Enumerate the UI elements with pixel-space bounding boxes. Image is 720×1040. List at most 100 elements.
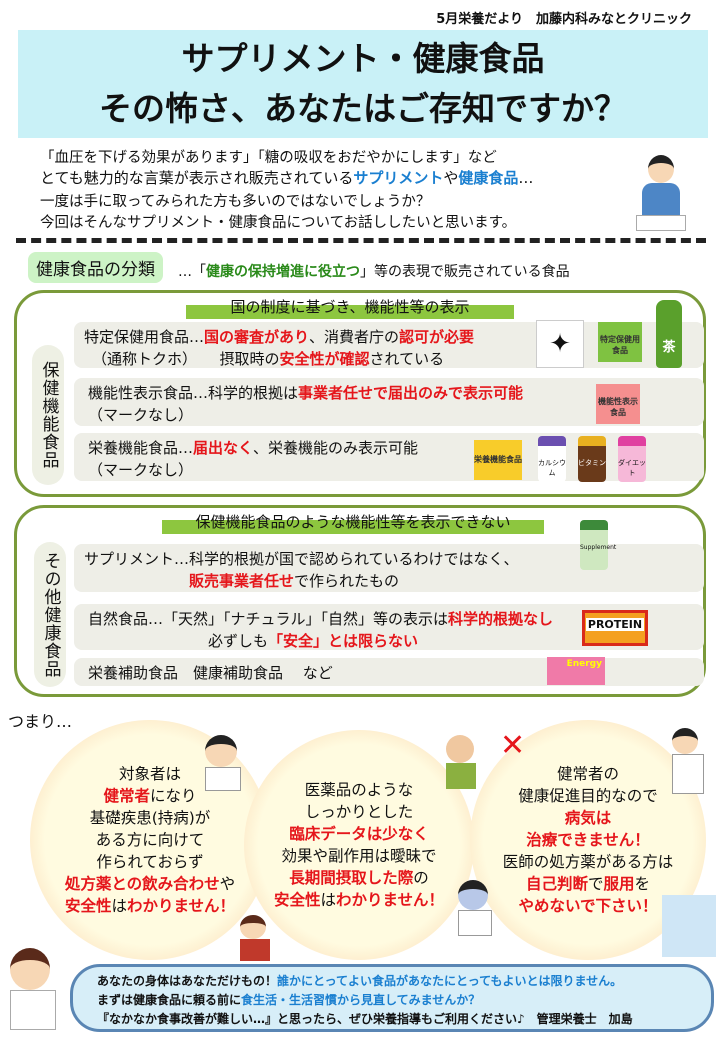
row-line: 必ずしも「安全」とは限らない [88, 630, 694, 652]
closing-line: 『なかなか食事改善が難しい…』と思ったら、ぜひ栄養指導もご利用ください♪ 管理栄… [97, 1010, 697, 1029]
circle-line: 病気は [470, 807, 706, 829]
text-segment: 臨床データは少なく [289, 825, 429, 843]
circle-line: 長期間摂取した際の [244, 867, 474, 889]
circle-line: 健康促進目的なので [470, 785, 706, 807]
text-segment: 安全性 [64, 897, 112, 915]
text-segment: 科学的根拠なし [448, 610, 554, 628]
text-segment: 販売事業者任せ [189, 572, 295, 590]
circle-line: 基礎疾患(持病)が [30, 807, 270, 829]
other-health-foods-label: その他健康食品 [34, 542, 66, 687]
text-segment: わかりません！ [335, 891, 445, 909]
text-segment: 治療できません！ [526, 831, 650, 849]
circle-line: ある方に向けて [30, 829, 270, 851]
row-line: 機能性表示食品…科学的根拠は事業者任せで届出のみで表示可能 [88, 382, 694, 404]
text-segment: 服用 [603, 875, 635, 893]
text-segment: で [587, 875, 604, 893]
text-segment: 誰かにとってよい食品があなたにとってもよいとは限りません。 [277, 974, 623, 988]
text-segment: 医薬品のような [304, 781, 414, 799]
text-segment: 「血圧を下げる効果があります」「糖の吸収をおだやかにします」など [40, 150, 497, 166]
circle-line: 処方薬との飲み合わせや [30, 873, 270, 895]
circle-line: 医師の処方薬がある方は [470, 851, 706, 873]
row-line: 栄養補助食品 健康補助食品 など [88, 662, 694, 684]
worried-doctor-illustration [458, 880, 494, 944]
tea-bottle-illustration: 茶 [656, 300, 682, 368]
closing-line: まずは健康食品に頼る前に食生活・生活習慣から見直してみませんか？ [97, 991, 697, 1010]
text-segment: や [219, 875, 236, 893]
closing-line: あなたの身体はあなただけもの！誰かにとってよい食品があなたにとってもよいとは限り… [97, 972, 697, 991]
text-segment: されている [369, 350, 445, 368]
text-segment: 医師の処方薬がある方は [502, 853, 674, 871]
diet-bottle-illustration: ダイエット [618, 436, 646, 482]
title-line-1: サプリメント・健康食品 [181, 39, 545, 78]
text-segment: わかりません！ [126, 897, 236, 915]
row-line: （マークなし） [88, 404, 694, 426]
row-line: （マークなし） [88, 459, 694, 481]
text-segment: 、栄養機能のみ表示可能 [253, 439, 419, 457]
text-segment: になり [150, 787, 197, 805]
kinousei-package-illustration: 機能性表示食品 [596, 384, 640, 424]
text-segment: 栄養補助食品 健康補助食品 など [88, 664, 333, 682]
eiyou-package-illustration: 栄養機能食品 [474, 440, 522, 480]
tokuho-package-illustration: 特定保健用食品 [598, 322, 642, 362]
row-supplement: サプリメント…科学的根拠が国で認められているわけではなく、 販売事業者任せで作ら… [74, 544, 704, 592]
classification-label: 健康食品の分類 [28, 252, 163, 283]
text-segment: 自然食品…「天然」「ナチュラル」「自然」等の表示は [88, 610, 449, 628]
row-line: サプリメント…科学的根拠が国で認められているわけではなく、 [84, 548, 694, 570]
row-line: 栄養機能食品…届出なく、栄養機能のみ表示可能 [88, 437, 694, 459]
text-segment: は [111, 897, 127, 915]
row-line: 特定保健用食品…国の審査があり、消費者庁の認可が必要 [84, 326, 694, 348]
circle-line: 対象者は [30, 763, 270, 785]
text-segment: 」等の表現で販売されている食品 [360, 264, 570, 280]
intro-line: 「血圧を下げる効果があります」「糖の吸収をおだやかにします」など [40, 146, 497, 167]
text-segment: 特定保健用食品… [84, 328, 205, 346]
text-segment: 一度は手に取ってみられた方も多いのではないでしょうか？ [40, 194, 431, 210]
text-segment: 、消費者庁の [309, 328, 400, 346]
circle-line: 効果や副作用は曖昧で [244, 845, 474, 867]
row-nutrition-supplement: 栄養補助食品 健康補助食品 など [74, 658, 704, 686]
text-segment: ある方に向けて [95, 831, 205, 849]
classification-description: …「健康の保持増進に役立つ」等の表現で販売されている食品 [178, 261, 570, 281]
elderly-man-illustration [446, 735, 502, 795]
text-segment: 今回はそんなサプリメント・健康食品についてお話ししたいと思います。 [40, 215, 517, 231]
text-segment: 自己判断 [525, 875, 588, 893]
text-segment: 対象者は [118, 765, 181, 783]
person-with-supplements-illustration [636, 155, 686, 235]
text-segment: 健常者の [556, 765, 619, 783]
circle-line: 医薬品のような [244, 779, 474, 801]
text-segment: 国の審査があり [204, 328, 310, 346]
box2-heading: 保健機能食品のような機能性等を表示できない [195, 513, 511, 531]
row-eiyou: 栄養機能食品…届出なく、栄養機能のみ表示可能 （マークなし） [74, 433, 704, 481]
text-segment: は [320, 891, 336, 909]
text-segment: 安全性が確認 [279, 350, 370, 368]
text-segment: 食生活・生活習慣から見直してみませんか？ [241, 993, 481, 1007]
text-segment: サプリメント…科学的根拠が国で認められているわけではなく、 [84, 550, 519, 568]
protein-bar-illustration: PROTEIN [582, 610, 648, 646]
row-line: 販売事業者任せで作られたもの [84, 570, 694, 592]
cross-mark-icon: ✕ [500, 728, 526, 763]
intro-line: 一度は手に取ってみられた方も多いのではないでしょうか？ [40, 190, 430, 211]
health-function-foods-box [14, 290, 706, 497]
text-segment: （マークなし） [88, 406, 194, 424]
text-segment: 健康の保持増進に役立つ [206, 264, 360, 280]
circle-line: 自己判断で服用を [470, 873, 706, 895]
text-segment: しっかりとした [304, 803, 414, 821]
text-segment: 健康食品 [458, 169, 519, 187]
pharmacist-illustration [672, 728, 708, 798]
health-function-foods-label: 保健機能食品 [32, 345, 64, 485]
text-segment: 病気は [564, 809, 612, 827]
text-segment: …「 [178, 264, 206, 280]
doctor-illustration [205, 735, 241, 795]
text-segment: を [634, 875, 651, 893]
circle-line: 臨床データは少なく [244, 823, 474, 845]
circle-line: 健常者になり [30, 785, 270, 807]
text-segment: 効果や副作用は曖昧で [281, 847, 437, 865]
row-line: 自然食品…「天然」「ナチュラル」「自然」等の表示は科学的根拠なし [88, 608, 694, 630]
heading-highlight [186, 305, 514, 319]
text-segment: 必ずしも [88, 632, 269, 650]
title-banner: サプリメント・健康食品 その怖さ、あなたはご存知ですか？ [18, 30, 708, 138]
summary-heading: つまり… [8, 712, 73, 731]
text-segment [84, 572, 189, 590]
text-segment: 機能性表示食品…科学的根拠は [88, 384, 299, 402]
newsletter-header: 5月栄養だより 加藤内科みなとクリニック [436, 12, 692, 27]
pharmacy-staff-illustration [662, 895, 716, 957]
